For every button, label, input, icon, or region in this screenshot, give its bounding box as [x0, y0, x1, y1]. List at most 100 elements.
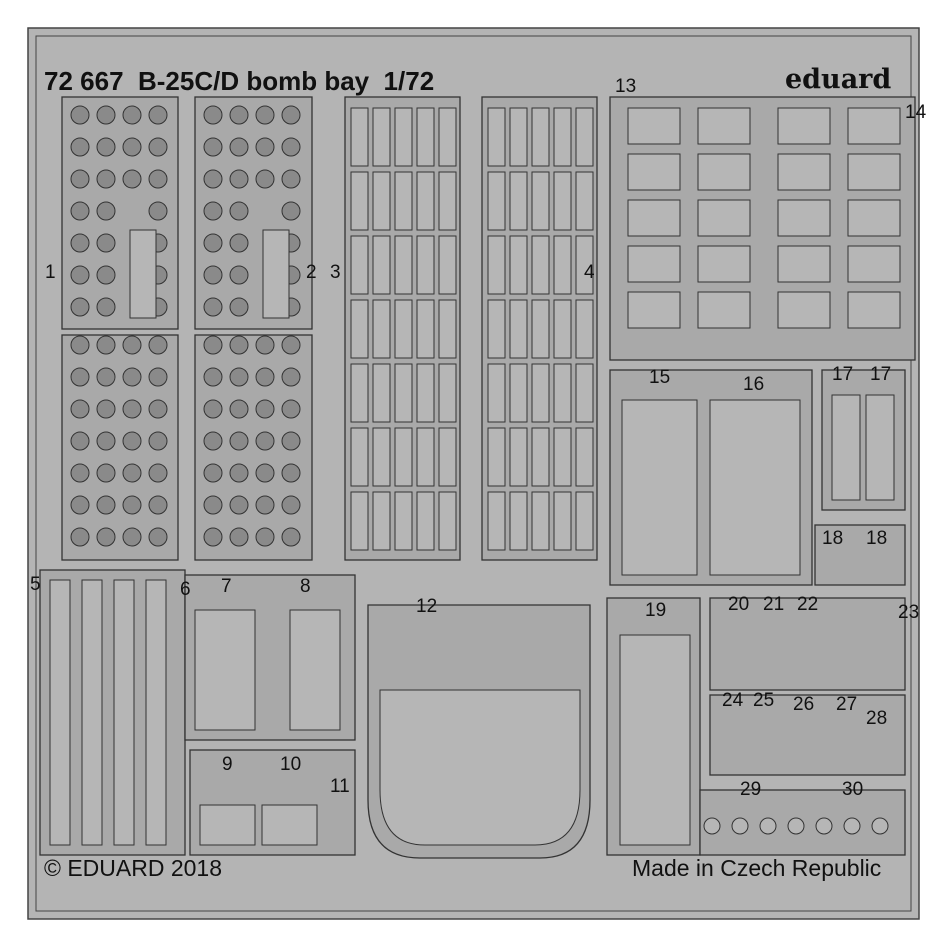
- rib-cell: [372, 299, 391, 359]
- lightening-hole: [122, 105, 142, 125]
- small-parts-sheet-2: [709, 694, 906, 776]
- rib-cell: [350, 171, 369, 231]
- rib-cell: [394, 427, 413, 487]
- bomb-clip: [697, 107, 751, 145]
- lightening-hole: [281, 399, 301, 419]
- lightening-hole: [229, 105, 249, 125]
- part-number-label: 29: [740, 779, 761, 800]
- lightening-hole: [281, 463, 301, 483]
- lightening-hole: [203, 335, 223, 355]
- lightening-hole: [203, 265, 223, 285]
- bomb-clip: [777, 107, 831, 145]
- lightening-hole: [70, 297, 90, 317]
- rib-cell: [372, 235, 391, 295]
- part-number-label: 18: [822, 528, 843, 549]
- lightening-hole: [70, 233, 90, 253]
- bomb-clip: [627, 245, 681, 283]
- small-washer: [703, 817, 721, 835]
- lightening-hole: [70, 105, 90, 125]
- bomb-clip: [697, 199, 751, 237]
- rib-cell: [487, 427, 506, 487]
- rib-cell: [350, 363, 369, 423]
- lightening-hole: [70, 431, 90, 451]
- part-number-label: 28: [866, 708, 887, 729]
- rib-cell: [531, 107, 550, 167]
- rib-cell: [438, 363, 457, 423]
- lightening-hole: [96, 527, 116, 547]
- rib-cell: [416, 107, 435, 167]
- lightening-hole: [203, 431, 223, 451]
- bomb-clip: [697, 291, 751, 329]
- part-number-label: 8: [300, 576, 311, 597]
- rib-cell: [438, 491, 457, 551]
- rib-cell: [531, 491, 550, 551]
- lightening-hole: [255, 463, 275, 483]
- rib-cell: [372, 107, 391, 167]
- part-number-label: 16: [743, 374, 764, 395]
- part-number-label: 19: [645, 600, 666, 621]
- rib-cell: [575, 299, 594, 359]
- rib-cell: [509, 107, 528, 167]
- part-number-label: 25: [753, 690, 774, 711]
- small-washer: [787, 817, 805, 835]
- rib-cell: [416, 363, 435, 423]
- lightening-hole: [229, 399, 249, 419]
- door-slot: [129, 229, 157, 319]
- rib-cell: [575, 171, 594, 231]
- lightening-hole: [229, 233, 249, 253]
- rib-cell: [531, 363, 550, 423]
- rib-cell: [487, 107, 506, 167]
- parts-group: [39, 96, 916, 859]
- bomb-clip: [627, 107, 681, 145]
- rail-strip: [145, 579, 167, 846]
- rib-cell: [438, 235, 457, 295]
- part-number-label: 7: [221, 576, 232, 597]
- rib-cell: [394, 235, 413, 295]
- rail-strip: [49, 579, 71, 846]
- lightening-hole: [148, 399, 168, 419]
- part-number-label: 15: [649, 367, 670, 388]
- part-number-label: 5: [30, 574, 41, 595]
- part-number-label: 26: [793, 694, 814, 715]
- lightening-hole: [229, 495, 249, 515]
- lightening-hole: [70, 399, 90, 419]
- rib-cell: [416, 427, 435, 487]
- rib-cell: [575, 235, 594, 295]
- lightening-hole: [96, 495, 116, 515]
- lightening-hole: [203, 367, 223, 387]
- lightening-hole: [148, 527, 168, 547]
- mount-9: [199, 804, 256, 846]
- lightening-hole: [70, 463, 90, 483]
- lightening-hole: [148, 105, 168, 125]
- lightening-hole: [255, 105, 275, 125]
- rib-cell: [438, 171, 457, 231]
- lightening-hole: [203, 399, 223, 419]
- lightening-hole: [96, 105, 116, 125]
- bomb-clip: [777, 153, 831, 191]
- lightening-hole: [70, 137, 90, 157]
- lightening-hole: [148, 335, 168, 355]
- bomb-clip: [847, 107, 901, 145]
- lightening-hole: [203, 137, 223, 157]
- lightening-hole: [229, 169, 249, 189]
- lightening-hole: [229, 297, 249, 317]
- lightening-hole: [70, 265, 90, 285]
- part-number-label: 20: [728, 594, 749, 615]
- small-washer: [871, 817, 889, 835]
- lightening-hole: [96, 335, 116, 355]
- lightening-hole: [203, 233, 223, 253]
- copyright-text: © EDUARD 2018: [44, 855, 222, 881]
- part-number-label: 12: [416, 596, 437, 617]
- part-number-label: 23: [898, 602, 919, 623]
- lightening-hole: [229, 201, 249, 221]
- lightening-hole: [203, 297, 223, 317]
- lightening-hole: [229, 335, 249, 355]
- lightening-hole: [122, 399, 142, 419]
- lightening-hole: [255, 169, 275, 189]
- rib-cell: [416, 235, 435, 295]
- part-number-label: 1: [45, 262, 56, 283]
- lightening-hole: [229, 137, 249, 157]
- lightening-hole: [122, 137, 142, 157]
